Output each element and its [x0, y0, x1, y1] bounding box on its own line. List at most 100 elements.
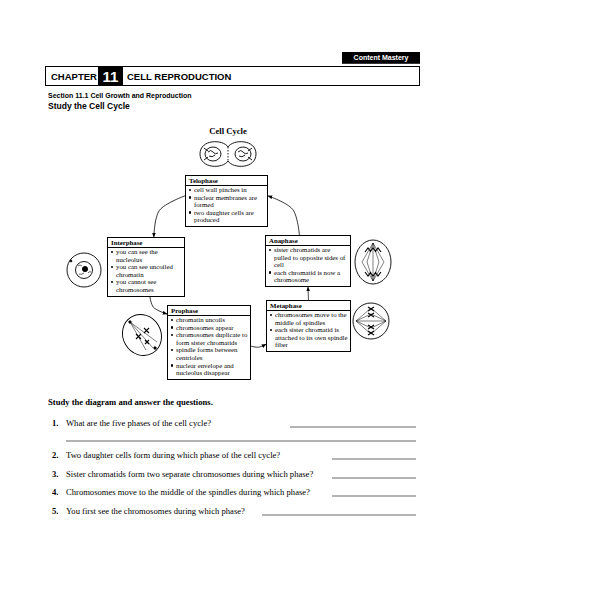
answer-line [332, 496, 416, 497]
bullet-text: each chromatid is now a chromosome [274, 269, 348, 284]
header-text: CELL REPRODUCTION [127, 71, 231, 82]
bullet-dot [189, 211, 191, 213]
bullet-dot [171, 364, 173, 366]
bullet-row: chromosomes duplicate to form sister chr… [168, 331, 250, 346]
bullet-text: chromatin uncoils [176, 316, 248, 324]
phase-heading: Metaphase [267, 301, 350, 311]
phase-box: Telophasecell wall pinches innuclear mem… [185, 175, 268, 227]
bullet-text: chromosomes duplicate to form sister chr… [176, 331, 248, 346]
bullet-dot [269, 249, 271, 251]
bullet-dot [111, 281, 113, 283]
telophase-cell [200, 142, 256, 167]
answer-lines [66, 427, 416, 515]
bullet-dot [171, 319, 173, 321]
nucleus [235, 147, 251, 161]
question-text: Sister chromatids form two separate chro… [66, 469, 313, 479]
bullet-row: you can see the nucleolus [108, 248, 184, 263]
bullet-row: chromosomes move to the middle of spindl… [267, 311, 350, 326]
answer-line [332, 459, 416, 460]
phase-box: Interphaseyou can see the nucleolusyou c… [107, 237, 185, 297]
chromatin [208, 151, 248, 157]
phase-box: Metaphasechromosomes move to the middle … [266, 300, 351, 352]
interphase-cell [67, 253, 101, 287]
bullet-dot [111, 251, 113, 253]
metaphase-cell [353, 303, 389, 339]
phase-heading: Prophase [168, 306, 250, 316]
cell-membrane [200, 142, 256, 167]
cell-membrane [115, 307, 169, 362]
nucleus [76, 262, 93, 279]
bullet-dot [171, 349, 173, 351]
bullet-row: cell wall pinches in [186, 186, 267, 194]
header-text: CHAPTER [51, 71, 97, 82]
bullet-row: each chromatid is now a chromosome [266, 269, 350, 284]
answer-line [332, 478, 416, 479]
chapter-number: 11 [98, 67, 123, 87]
bullet-text: two daughter cells are produced [194, 209, 265, 224]
bullet-row: chromatin uncoils [168, 316, 250, 324]
diagram-title: Cell Cycle [209, 126, 246, 136]
cell-membrane [355, 240, 391, 284]
bullet-dot [269, 271, 271, 273]
answer-line [66, 441, 416, 442]
bullet-dot [189, 189, 191, 191]
cleavage-line [228, 147, 229, 161]
centriole [129, 321, 131, 323]
phase-heading: Telophase [186, 176, 267, 186]
bullet-text: sister chromatids are pulled to opposite… [274, 246, 348, 269]
question-text: What are the five phases of the cell cyc… [66, 418, 211, 428]
bullet-row: nuclear envelope and nucleolus disappear [168, 362, 250, 377]
box-text: Content Mastery [354, 54, 409, 61]
cycle-arrow [150, 297, 167, 314]
bullet-row: each sister chromatid is attached to its… [267, 326, 350, 349]
phase-box: Prophasechromatin uncoilschromosomes app… [167, 305, 251, 380]
bullet-text: chromosomes move to the middle of spindl… [275, 311, 348, 326]
question-number: 2. [52, 450, 58, 460]
cycle-arrow [154, 196, 185, 237]
question-number: 3. [52, 469, 58, 479]
cycle-arrow [251, 344, 266, 347]
cycle-arrow [268, 196, 299, 235]
bullet-text: nuclear membranes are formed [194, 194, 265, 209]
question-number: 1. [52, 418, 58, 428]
bullet-dot [270, 329, 272, 331]
bullet-row: you can see uncoiled chromatin [108, 263, 184, 278]
bullet-text: spindle forms between centrioles [176, 346, 248, 361]
rule-line [342, 63, 420, 64]
spindle-fibers [362, 243, 384, 281]
question-text: You first see the chromosomes during whi… [66, 506, 245, 516]
bullet-row: two daughter cells are produced [186, 209, 267, 224]
bullet-row: nuclear membranes are formed [186, 194, 267, 209]
question-text: Two daughter cells form during which pha… [66, 450, 280, 460]
spindle-fibers [356, 308, 386, 334]
phase-heading: Anaphase [266, 236, 350, 246]
bullet-text: each sister chromatid is attached to its… [275, 326, 348, 349]
bullet-row: sister chromatids are pulled to opposite… [266, 246, 350, 269]
answer-line [262, 515, 416, 516]
question-number: 5. [52, 506, 58, 516]
centriole [70, 260, 72, 262]
cell-membrane [353, 303, 389, 339]
chromatin [78, 265, 91, 274]
chapter-header: CHAPTER CELL REPRODUCTION 11 [45, 66, 420, 86]
spindle-fibers [130, 322, 157, 350]
anaphase-cell [355, 240, 391, 284]
bullet-text: nuclear envelope and nucleolus disappear [176, 362, 248, 377]
bullet-dot [171, 334, 173, 336]
bullet-row: you cannot see chromosomes [108, 278, 184, 293]
bullet-text: cell wall pinches in [194, 186, 265, 194]
chromosomes [136, 328, 149, 344]
instructions-heading: Study the diagram and answer the questio… [48, 397, 213, 407]
bullet-dot [171, 326, 173, 328]
chromosomes [368, 307, 374, 335]
nucleolus [82, 266, 87, 271]
spindle-remnant [204, 148, 252, 160]
bullet-row: chromosomes appear [168, 324, 250, 332]
phase-heading: Interphase [108, 238, 184, 248]
cycle-arrow [308, 287, 310, 300]
question-number: 4. [52, 487, 58, 497]
section-tab: Content Mastery [342, 52, 420, 63]
cell-membrane [67, 253, 101, 287]
box-text: 11 [103, 68, 119, 85]
